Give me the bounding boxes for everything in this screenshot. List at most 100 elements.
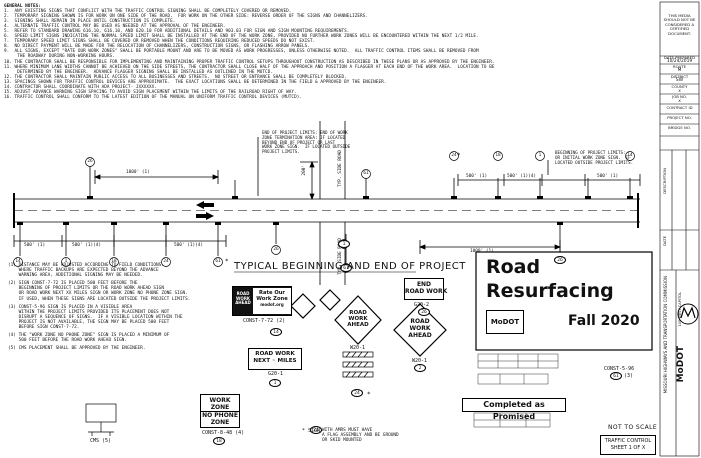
sign-callout-number: 14 xyxy=(627,153,633,158)
tb-description: DESCRIPTION xyxy=(662,168,667,194)
sign-callout-number: 24 xyxy=(163,259,169,264)
general-note-item: 1. ANY EXISTING SIGNS THAT CONFLICT WITH… xyxy=(4,9,292,15)
general-note-item: 12. THE CONTRACTOR SHALL MAINTAIN PUBLIC… xyxy=(4,74,347,80)
sign-callout-number: 1 xyxy=(538,153,542,158)
general-note-item: 2. TEMPORARY SIGNING SHOWN IS FOR WORK O… xyxy=(4,14,368,20)
wz-line3: ZONE xyxy=(210,419,230,426)
asterisk-mark: * xyxy=(225,258,229,265)
general-note-item: 14. CONTRACTOR SHALL COORDINATE WITH ADA… xyxy=(4,84,157,90)
general-note-item: 4. ALTERNATE TRAFFIC CONTROL MAY BE USED… xyxy=(4,24,226,30)
rate-our-work-zone-sign: ROAD WORK AHEAD Rate Our Work Zone modot… xyxy=(232,286,292,316)
footnote-item: (1) DISTANCE MAY BE ADJUSTED ACCORDING T… xyxy=(8,263,164,279)
tb-county: X xyxy=(678,88,681,93)
sign-callout-number: 26 xyxy=(554,256,566,264)
sign-callout-number: 2 xyxy=(414,364,426,372)
dim-200: 200' xyxy=(302,165,307,176)
tb-contract-label: CONTRACT ID xyxy=(666,105,693,110)
next-caption: G20-1 xyxy=(268,371,284,377)
sign-callout-number: 24 xyxy=(351,389,363,397)
sheet-line1: TRAFFIC CONTROL xyxy=(604,438,652,444)
tb-logo: MoDOT xyxy=(676,346,686,383)
dim-500-r1: 500' (1) xyxy=(466,174,488,179)
resurfacing-line1: Road xyxy=(486,256,541,278)
sign-callout-number: 18 xyxy=(111,259,117,264)
footnote-item: (3) CONST-5-96 SIGN IS PLACED IN A VISIB… xyxy=(8,304,183,331)
callout-beginning-of-project: BEGINNING OF PROJECT LIMITS: OR INITIAL … xyxy=(555,150,634,165)
rate-line1: Rate Our xyxy=(259,290,285,296)
resurfacing-season: Fall 2020 xyxy=(568,313,640,329)
completed-as-promised-sign: Completed as Promised xyxy=(462,398,566,421)
sign-callout-number: 26 xyxy=(418,308,430,316)
footnotes: (1) DISTANCE MAY BE ADJUSTED ACCORDING T… xyxy=(8,263,230,354)
typical-title: TYPICAL BEGINNING AND END OF PROJECT xyxy=(234,261,466,272)
footnote-item: (5) CMS PLACEMENT SHALL BE APPROVED BY T… xyxy=(8,346,146,352)
general-note-item: 11. WHERE MINIMUM LANE WIDTHS CANNOT BE … xyxy=(4,64,495,70)
tb-district: SW xyxy=(675,78,684,83)
dim-500-l1: 500' (1) xyxy=(24,243,46,248)
general-note-item: THE ROADWAY DURING NON-WORKING HOURS. xyxy=(4,54,115,60)
road-work-next-miles-sign: ROAD WORK NEXT ◦ MILES xyxy=(248,348,302,370)
wz-line1: WORK ZONE xyxy=(201,397,239,412)
next-miles-line1: ROAD WORK xyxy=(255,351,295,357)
asterisk-mark: * xyxy=(457,152,461,159)
raw-center-text: ROAD WORK AHEAD xyxy=(347,310,369,329)
sheet-line2: SHEET 1 OF X xyxy=(610,445,646,451)
general-note-item: 10. THE CONTRACTOR SHALL BE RESPONSIBLE … xyxy=(4,59,495,65)
sign-callout-number: 1 xyxy=(64,259,68,264)
sign-callout-number: 18 xyxy=(495,153,501,158)
footnote-item: (4) THE "WORK ZONE NO PHONE ZONE" SIGN I… xyxy=(8,333,170,344)
sign-callout-number: 61 xyxy=(363,171,369,176)
rate-line2: Work Zone xyxy=(256,295,288,302)
dim-1000-bottom: 1000' (1) xyxy=(470,249,494,254)
tb-bridge-label: BRIDGE NO. xyxy=(668,125,691,130)
dim-500-r2: 500' (1)(4) xyxy=(507,174,537,179)
raw-right-caption: W20-1 xyxy=(412,358,428,364)
cms-caption: CMS (5) xyxy=(90,438,112,444)
note-text: WITH AMRS MUST HAVE A FLAG ASSEMBLY AND … xyxy=(322,428,399,444)
end-road-work-sign: END ROAD WORK xyxy=(404,278,447,300)
sign-callout-number: 61 xyxy=(215,259,221,264)
rate-road-work-ahead: ROAD WORK AHEAD xyxy=(234,288,252,314)
general-note-item: 3. SIGNING SHALL REMAIN IN PLACE UNTIL C… xyxy=(4,19,176,25)
general-note-item: 6. SPEED LIMIT SIGNS INDICATING THE NORM… xyxy=(4,34,479,40)
wz-caption: CONST-8-48 (4) xyxy=(202,430,245,436)
general-note-item: 8. NO DIRECT PAYMENT WILL BE MADE FOR TH… xyxy=(4,44,310,50)
raw-center-caption: W20-1 xyxy=(350,345,366,351)
work-zone-no-phone-sign: WORK ZONE NO PHONE ZONE xyxy=(200,394,240,428)
general-note-item: 7. TEMPORARY SPEED LIMIT SIGNS SHALL BE … xyxy=(4,39,316,45)
tb-job-no: X xyxy=(678,98,681,103)
wz-line2: NO PHONE xyxy=(202,412,238,419)
raw-diamond-right xyxy=(393,303,447,357)
sign-callout-number: 61 xyxy=(340,264,352,272)
callout-end-of-project: END OF PROJECT LIMITS: END OF WORK ZONE … xyxy=(262,130,351,155)
dim-500-l3: 500' (1)(4) xyxy=(174,243,204,248)
sign-callout-number: 24 xyxy=(451,153,457,158)
tb-address: 105 WEST CAPITOL xyxy=(678,292,682,327)
tb-org: MISSOURI HIGHWAYS AND TRANSPORTATION COM… xyxy=(663,276,668,394)
rate-caption: CONST-7-72 (2) xyxy=(243,318,286,324)
resurfacing-line2: Resurfacing xyxy=(486,280,614,302)
sign-callout-number: 18 xyxy=(213,437,225,445)
typ-side-road-top: TYP. SIDE ROAD xyxy=(338,150,343,188)
rate-site: modot.org xyxy=(260,302,284,308)
tb-date-prepared: 10/24/2019 xyxy=(666,59,693,64)
asterisk-mark: * xyxy=(367,391,371,398)
general-notes-list: 1. ANY EXISTING SIGNS THAT CONFLICT WITH… xyxy=(4,9,659,100)
dim-500-r3: 500' (1) xyxy=(597,174,619,179)
sign-callout-number: 1 xyxy=(269,379,281,387)
general-note-item: 16. TRAFFIC CONTROL SHALL CONFORM TO THE… xyxy=(4,94,302,100)
next-miles-line2: NEXT ◦ MILES xyxy=(253,358,297,364)
tb-route: M xyxy=(677,68,682,73)
resurfacing-logo: MoDOT xyxy=(486,310,524,334)
general-note-item: 13. SPACINGS SHOWN FOR TRAFFIC CONTROL D… xyxy=(4,79,387,85)
tb-date: DATE xyxy=(662,236,667,246)
tb-date-prepared-label: DATE PREPARED xyxy=(663,55,696,60)
tb-stamp: THIS MEDIA SHOULD NOT BE CONSIDERED A CE… xyxy=(663,13,696,36)
general-note-item: 9. ALL SIGNS, EXCEPT "RATE OUR WORK ZONE… xyxy=(4,49,479,55)
tb-route-label: ROUTE xyxy=(672,64,687,69)
raw-diamond-center xyxy=(334,295,382,345)
dim-500-l2: 500' (1)(4) xyxy=(72,243,102,248)
tb-district-label: DISTRICT xyxy=(670,74,689,79)
sheet-label: TRAFFIC CONTROL SHEET 1 OF X xyxy=(600,435,656,455)
